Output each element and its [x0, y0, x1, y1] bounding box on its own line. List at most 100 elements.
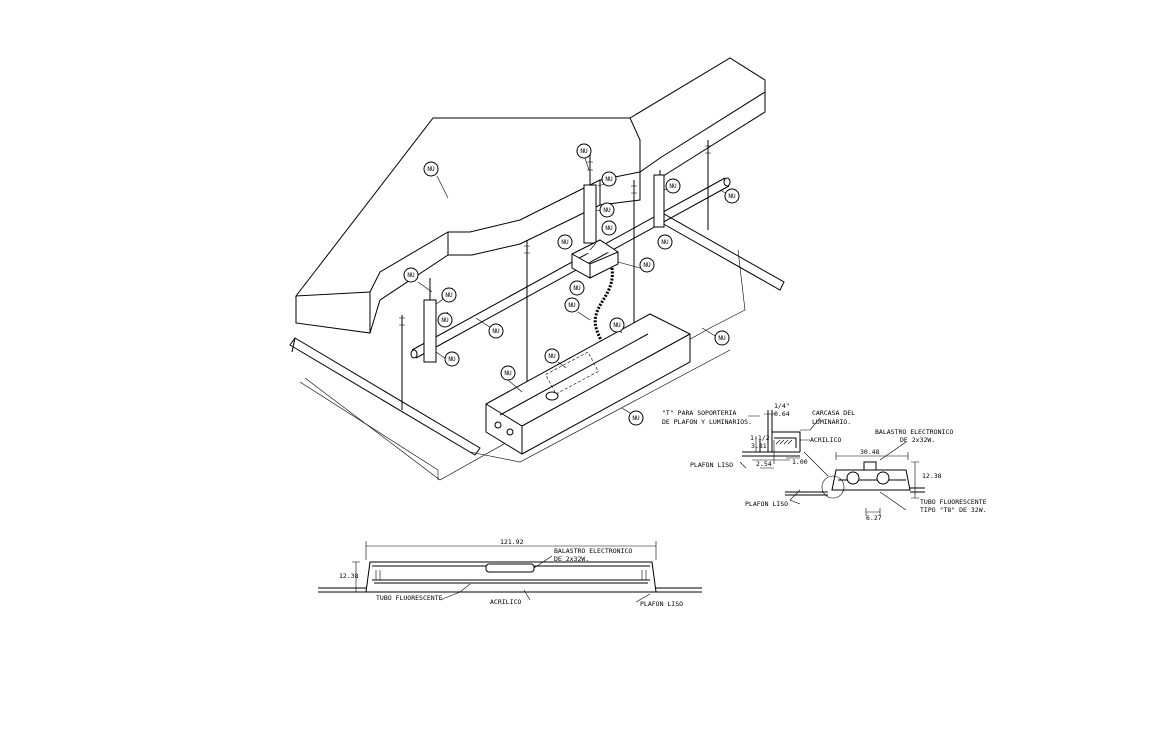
fixture-tube-2 [876, 471, 890, 485]
detail-section: "T" PARA SOPORTERIA DE PLAFON Y LUMINARI… [662, 402, 987, 522]
label-carcasa-2: LUMINARIO. [812, 418, 851, 426]
label-dim-1238-side: 12.38 [922, 472, 942, 480]
svg-text:NU: NU [445, 292, 453, 299]
elevation-ballast [485, 563, 535, 573]
callout-nu-09: NU [557, 234, 573, 250]
svg-text:NU: NU [561, 239, 569, 246]
elevation-side-dim [352, 561, 360, 593]
tbar-left [289, 337, 481, 456]
elevation-leaders [439, 555, 651, 603]
svg-text:NU: NU [613, 322, 621, 329]
callout-nu-04: NU [665, 178, 681, 194]
label-plafon-liso-b: PLAFON LISO [745, 500, 788, 508]
svg-text:NU: NU [407, 272, 415, 279]
luminaire-hole [545, 391, 559, 401]
bracket-left [423, 299, 437, 363]
label-dim-12192: 121.92 [500, 538, 524, 546]
label-dim-1238: 12.38 [339, 572, 359, 580]
svg-text:NU: NU [718, 335, 726, 342]
callout-nu-07: NU [601, 220, 617, 236]
svg-text:NU: NU [728, 193, 736, 200]
callout-nu-16: NU [609, 317, 625, 333]
ceiling-plane [304, 249, 746, 481]
label-plafon-liso-a: PLAFON LISO [690, 461, 733, 469]
ceiling-slab-top [294, 57, 766, 297]
callout-nu-02: NU [576, 143, 592, 159]
label-tubo-detail-2: TIPO "T8" DE 32W. [920, 506, 987, 514]
elevation-brackets [375, 570, 647, 580]
callout-nu-14: NU [564, 297, 580, 313]
fixture-dims [835, 452, 919, 516]
elevation-dim-line [365, 541, 657, 560]
svg-text:NU: NU [603, 207, 611, 214]
bracket-right [653, 174, 665, 228]
callout-nu-11: NU [403, 267, 419, 283]
luminaire-body [485, 313, 691, 455]
isometric-view [289, 57, 785, 481]
label-frac-one-half: 1-1/2 [750, 434, 770, 442]
fixture-tube-1 [846, 471, 860, 485]
label-dim-3048: 30.48 [860, 448, 880, 456]
label-frac-quarter: 1/4" [774, 402, 790, 410]
label-dim-254: 2.54 [756, 460, 772, 468]
luminaire-edges [485, 333, 691, 454]
svg-text:NU: NU [427, 166, 435, 173]
label-dim-100: 1.00 [792, 458, 808, 466]
svg-text:NU: NU [632, 415, 640, 422]
callout-bubbles: NU NU NU NU NU NU NU NU NU NU NU NU NU N… [403, 143, 740, 426]
callout-nu-15: NU [437, 312, 453, 328]
conduit-end-right [723, 177, 731, 187]
label-acrilico-elev: ACRILICO [490, 598, 521, 606]
svg-text:NU: NU [568, 302, 576, 309]
fixture-section [785, 469, 925, 496]
label-dim-381: 3.81 [751, 442, 767, 450]
luminaire-knob-1 [494, 421, 502, 429]
callout-nu-10: NU [639, 257, 655, 273]
label-tubo-detail-1: TUBO FLUORESCENTE [920, 498, 987, 506]
elevation-view: 121.92 BALASTRO ELECTRONICO DE 2x32W. 12… [318, 538, 702, 608]
callout-nu-19: NU [544, 348, 560, 364]
svg-text:NU: NU [492, 328, 500, 335]
svg-text:NU: NU [504, 370, 512, 377]
detail-dims [752, 413, 800, 469]
svg-text:NU: NU [580, 148, 588, 155]
tbar-right [659, 213, 785, 291]
callout-nu-03: NU [601, 171, 617, 187]
label-dim-627: 6.27 [866, 514, 882, 522]
svg-text:NU: NU [573, 285, 581, 292]
callout-nu-18: NU [714, 330, 730, 346]
detail-leaders [739, 415, 907, 511]
callout-nu-08: NU [657, 234, 673, 250]
callout-nu-05: NU [724, 188, 740, 204]
svg-text:NU: NU [605, 176, 613, 183]
conduit-end-left [410, 349, 418, 359]
ceiling-under-luminaire [469, 349, 731, 463]
label-balastro-detail-1: BALASTRO ELECTRONICO [875, 428, 953, 436]
callout-nu-21: NU [500, 365, 516, 381]
svg-text:NU: NU [605, 225, 613, 232]
callout-nu-06: NU [599, 202, 615, 218]
elevation-ceiling [318, 587, 702, 593]
ceiling-plane-edge [299, 381, 439, 480]
callout-nu-20: NU [444, 351, 460, 367]
callout-nu-01: NU [423, 161, 439, 177]
callout-nu-12: NU [569, 280, 585, 296]
junction-box [571, 239, 619, 279]
label-carcasa-1: CARCASA DEL [812, 409, 855, 417]
callout-nu-17: NU [488, 323, 504, 339]
svg-text:NU: NU [548, 353, 556, 360]
svg-text:NU: NU [643, 262, 651, 269]
label-support-note-1: "T" PARA SOPORTERIA [662, 409, 736, 417]
label-tubo-elev: TUBO FLUORESCENTE [376, 594, 443, 602]
label-balastro-elev-2: DE 2x32W. [554, 555, 589, 563]
conduit-main [411, 177, 730, 359]
label-support-note-2: DE PLAFON Y LUMINARIOS. [662, 418, 752, 426]
callout-nu-22: NU [628, 410, 644, 426]
label-balastro-elev-1: BALASTRO ELECTRONICO [554, 547, 632, 555]
bracket-center [583, 184, 597, 244]
detail-hatch [775, 439, 793, 445]
callout-nu-13: NU [441, 287, 457, 303]
detail-tbar [742, 410, 801, 457]
